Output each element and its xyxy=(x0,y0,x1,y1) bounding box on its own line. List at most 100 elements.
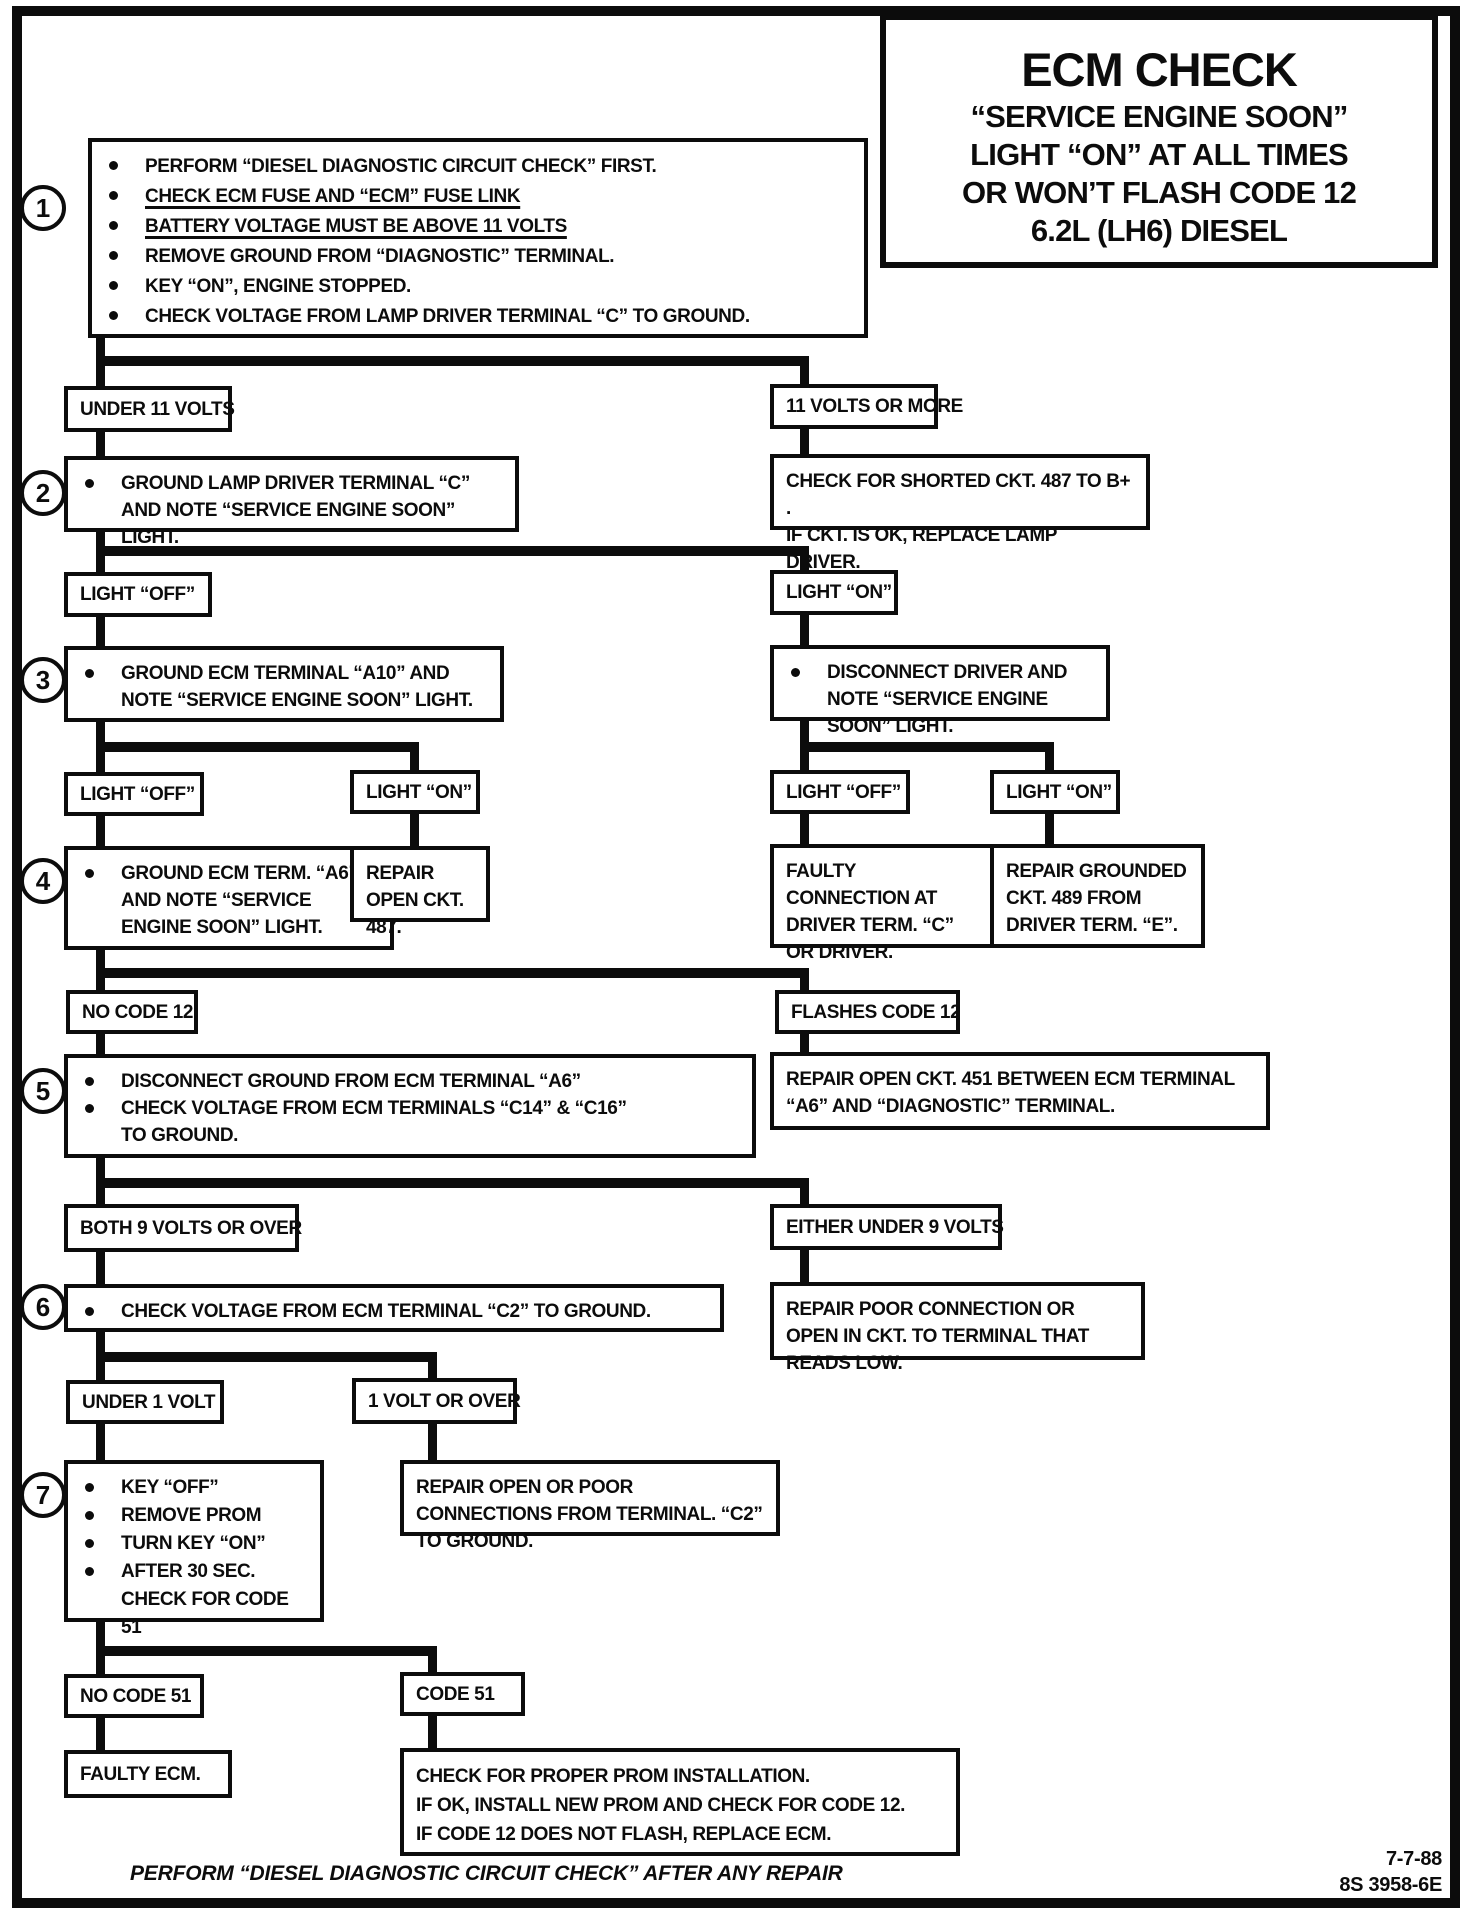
result-check-prom-box: CHECK FOR PROPER PROM INSTALLATION. IF O… xyxy=(400,1748,960,1856)
step-1-box: PERFORM “DIESEL DIAGNOSTIC CIRCUIT CHECK… xyxy=(88,138,868,338)
decision-light-on-b: LIGHT “ON” xyxy=(350,770,480,814)
step-5-bullet-1: DISCONNECT GROUND FROM ECM TERMINAL “A6” xyxy=(121,1071,581,1092)
connector xyxy=(428,1352,437,1380)
connector xyxy=(96,615,105,648)
connector xyxy=(96,1422,105,1462)
bullet-icon xyxy=(80,1558,121,1576)
decision-light-off-a: LIGHT “OFF” xyxy=(64,572,212,617)
connector xyxy=(800,356,809,388)
result-disconnect-driver-box: DISCONNECT DRIVER AND NOTE “SERVICE ENGI… xyxy=(770,645,1110,737)
decision-under-1-volt: UNDER 1 VOLT xyxy=(66,1380,224,1424)
bullet-icon xyxy=(80,470,121,488)
title-subtitle-3: OR WON’T FLASH CODE 12 xyxy=(961,175,1357,210)
connector xyxy=(96,1646,437,1656)
connector xyxy=(800,812,809,846)
result-repair-grounded-489-box: REPAIR GROUNDED CKT. 489 FROM DRIVER TER… xyxy=(990,844,1205,948)
connector xyxy=(96,1178,809,1188)
title-box: ECM CHECK “SERVICE ENGINE SOON” LIGHT “O… xyxy=(880,14,1438,268)
bullet-icon xyxy=(80,1095,121,1113)
step-7-box: KEY “OFF” REMOVE PROM TURN KEY “ON” AFTE… xyxy=(64,1460,324,1638)
decision-light-on-c: LIGHT “ON” xyxy=(990,770,1120,814)
step-5-number: 5 xyxy=(20,1068,66,1114)
bullet-icon xyxy=(104,302,145,320)
result-repair-open-451-box: REPAIR OPEN CKT. 451 BETWEEN ECM TERMINA… xyxy=(770,1052,1270,1130)
connector xyxy=(410,742,419,772)
step-2-text: GROUND LAMP DRIVER TERMINAL “C” AND NOTE… xyxy=(121,473,470,548)
decision-1-volt-or-over: 1 VOLT OR OVER xyxy=(352,1378,521,1424)
bullet-icon xyxy=(104,242,145,260)
step-5-continuation: TO GROUND. xyxy=(121,1125,239,1146)
bullet-icon xyxy=(104,152,145,170)
result-faulty-connection-box: FAULTY CONNECTION AT DRIVER TERM. “C” OR… xyxy=(770,844,995,963)
connector xyxy=(428,1714,437,1750)
result-repair-poor-connection-box: REPAIR POOR CONNECTION OR OPEN IN CKT. T… xyxy=(770,1282,1145,1374)
step-7-bullet-2: REMOVE PROM xyxy=(121,1505,262,1526)
connector xyxy=(96,546,809,556)
result-repair-open-487-box: REPAIR OPEN CKT. 487. xyxy=(350,846,490,938)
bullet-icon xyxy=(80,860,121,878)
decision-flashes-code-12: FLASHES CODE 12 xyxy=(775,990,961,1034)
footer-note: PERFORM “DIESEL DIAGNOSTIC CIRCUIT CHECK… xyxy=(130,1862,843,1885)
connector xyxy=(800,613,809,647)
connector xyxy=(1045,812,1054,846)
step-1-bullet-3: BATTERY VOLTAGE MUST BE ABOVE 11 VOLTS xyxy=(145,216,567,237)
connector xyxy=(96,1032,105,1056)
step-7-continuation: CHECK FOR CODE 51 xyxy=(121,1589,289,1638)
step-7-bullet-4: AFTER 30 SEC. xyxy=(121,1561,256,1582)
decision-light-on-a: LIGHT “ON” xyxy=(770,570,898,615)
step-1-bullet-5: KEY “ON”, ENGINE STOPPED. xyxy=(145,276,411,297)
decision-light-off-c: LIGHT “OFF” xyxy=(770,770,910,814)
decision-both-9-volts-or-over: BOTH 9 VOLTS OR OVER xyxy=(64,1204,302,1252)
connector xyxy=(800,1178,809,1206)
connector xyxy=(800,1248,809,1284)
bullet-icon xyxy=(80,1068,121,1086)
connector xyxy=(800,968,809,992)
result-check-prom-line-3: IF CODE 12 DOES NOT FLASH, REPLACE ECM. xyxy=(416,1824,832,1845)
document-code: 8S 3958-6E xyxy=(1339,1874,1442,1896)
title-subtitle-1: “SERVICE ENGINE SOON” xyxy=(970,99,1348,134)
step-5-box: DISCONNECT GROUND FROM ECM TERMINAL “A6”… xyxy=(64,1054,756,1158)
bullet-icon xyxy=(80,1474,121,1492)
connector xyxy=(96,814,105,848)
step-4-number: 4 xyxy=(20,858,66,904)
result-check-prom-line-1: CHECK FOR PROPER PROM INSTALLATION. xyxy=(416,1766,810,1787)
result-repair-open-c2-box: REPAIR OPEN OR POOR CONNECTIONS FROM TER… xyxy=(400,1460,780,1552)
connector xyxy=(428,1646,437,1674)
step-1-bullet-1: PERFORM “DIESEL DIAGNOSTIC CIRCUIT CHECK… xyxy=(145,156,657,177)
connector xyxy=(800,1032,809,1054)
result-check-shorted-487-box: CHECK FOR SHORTED CKT. 487 TO B+ . IF CK… xyxy=(770,454,1150,573)
bullet-icon xyxy=(80,1530,121,1548)
step-2-number: 2 xyxy=(20,470,66,516)
connector xyxy=(96,1352,437,1362)
page-title: ECM CHECK xyxy=(1021,43,1298,96)
result-faulty-ecm-box: FAULTY ECM. xyxy=(64,1750,232,1798)
document-id-block: 7-7-88 8S 3958-6E xyxy=(1150,1846,1442,1898)
bullet-icon xyxy=(104,272,145,290)
step-6-box: CHECK VOLTAGE FROM ECM TERMINAL “C2” TO … xyxy=(64,1284,724,1332)
decision-either-under-9-volts: EITHER UNDER 9 VOLTS xyxy=(770,1204,1004,1250)
bullet-icon xyxy=(80,1298,121,1316)
bullet-icon xyxy=(786,659,827,677)
step-1-bullet-2: CHECK ECM FUSE AND “ECM” FUSE LINK xyxy=(145,186,521,207)
bullet-icon xyxy=(80,1502,121,1520)
result-disconnect-driver-text: DISCONNECT DRIVER AND NOTE “SERVICE ENGI… xyxy=(827,662,1068,737)
step-1-bullet-4: REMOVE GROUND FROM “DIAGNOSTIC” TERMINAL… xyxy=(145,246,615,267)
connector xyxy=(96,356,809,366)
decision-code-51: CODE 51 xyxy=(400,1672,525,1716)
connector xyxy=(1045,742,1054,772)
decision-light-off-b: LIGHT “OFF” xyxy=(64,772,204,816)
title-subtitle-2: LIGHT “ON” AT ALL TIMES xyxy=(970,137,1348,172)
step-7-bullet-3: TURN KEY “ON” xyxy=(121,1533,266,1554)
step-1-number: 1 xyxy=(20,185,66,231)
connector xyxy=(96,430,105,458)
connector xyxy=(428,1422,437,1462)
step-1-bullet-6: CHECK VOLTAGE FROM LAMP DRIVER TERMINAL … xyxy=(145,306,750,327)
step-5-bullet-2: CHECK VOLTAGE FROM ECM TERMINALS “C14” &… xyxy=(121,1098,627,1119)
connector xyxy=(96,742,419,752)
step-3-text: GROUND ECM TERMINAL “A10” AND NOTE “SERV… xyxy=(121,663,473,711)
page-border xyxy=(12,6,1460,1908)
connector xyxy=(96,1716,105,1752)
decision-no-code-12: NO CODE 12 xyxy=(66,990,198,1034)
result-shorted-487-line-2: IF CKT. IS OK, REPLACE LAMP DRIVER. xyxy=(786,525,1057,573)
